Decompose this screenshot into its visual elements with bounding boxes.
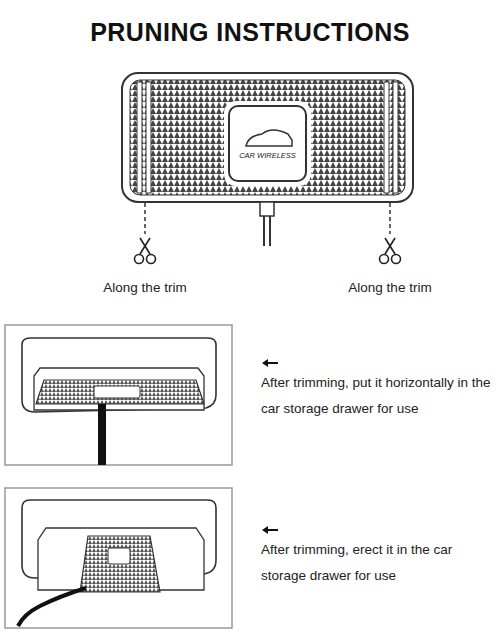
cut-label: Along the trim — [320, 275, 460, 301]
instruction-text: After trimming, put it horizontally in t… — [261, 370, 497, 422]
wireless-mat — [122, 73, 413, 246]
drawer-vertical — [5, 488, 232, 628]
trim-line — [389, 203, 391, 234]
instruction-text: After trimming, erect it in the car stor… — [261, 537, 497, 589]
cut-label: Along the trim — [75, 275, 215, 301]
pointer-arrow — [262, 526, 278, 534]
badge-text: CAR WIRELESS — [239, 151, 296, 160]
title: PRUNING INSTRUCTIONS — [0, 18, 500, 47]
scissors-icon — [135, 238, 156, 264]
logo-badge: CAR WIRELESS — [228, 105, 307, 182]
drawer-horizontal — [5, 325, 232, 465]
scissors-icon — [380, 238, 401, 264]
pointer-arrow — [262, 359, 278, 367]
trim-line — [144, 203, 146, 234]
